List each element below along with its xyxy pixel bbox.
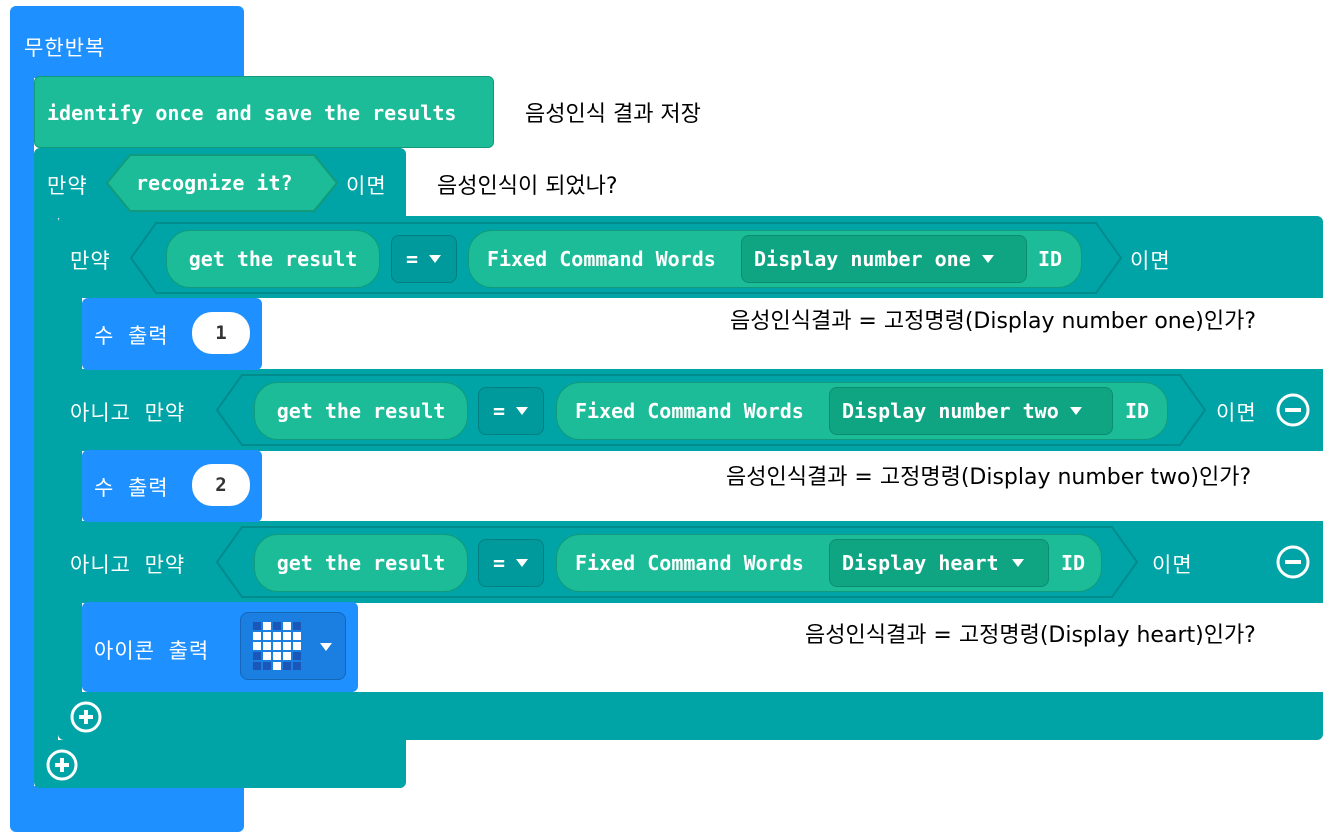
show-number-block[interactable]: 수 출력 1 — [82, 298, 262, 370]
show-number-label: 수 출력 — [94, 324, 169, 348]
command-option-label: Display number two — [842, 399, 1059, 423]
identify-label: identify once and save the results — [47, 101, 457, 125]
plus-circle-icon — [70, 701, 102, 733]
caret-down-icon — [516, 407, 529, 415]
get-result-block[interactable]: get the result — [254, 534, 468, 592]
branch-note: 음성인식결과 = 고정명령(Display heart)인가? — [805, 623, 1256, 648]
outer-if-then: 이면 — [346, 174, 387, 198]
command-option-label: Display number one — [754, 247, 971, 271]
plus-circle-icon — [46, 749, 78, 781]
number-value-field[interactable]: 1 — [192, 312, 250, 354]
branch-keyword: 아니고 만약 — [70, 553, 186, 577]
operator-dropdown[interactable]: = — [478, 387, 544, 435]
forever-bottom — [10, 786, 244, 832]
id-label: ID — [1061, 551, 1086, 575]
caret-down-icon — [429, 255, 442, 263]
branch-note: 음성인식결과 = 고정명령(Display number two)인가? — [726, 465, 1252, 490]
outer-if-bottom — [34, 740, 406, 788]
fixed-command-label: Fixed Command Words — [487, 247, 716, 271]
branch-then: 이면 — [1130, 249, 1171, 273]
command-option-dropdown[interactable]: Display heart — [829, 539, 1049, 587]
minus-circle-icon — [1276, 545, 1310, 579]
icon-dropdown[interactable] — [240, 612, 346, 680]
show-icon-label: 아이콘 출력 — [94, 639, 210, 663]
identify-note: 음성인식 결과 저장 — [525, 102, 701, 127]
id-label: ID — [1125, 399, 1150, 423]
caret-down-icon — [981, 255, 994, 263]
inner-if-add-button[interactable] — [70, 701, 102, 733]
get-result-block[interactable]: get the result — [166, 230, 380, 288]
id-label: ID — [1038, 247, 1063, 271]
recognize-condition-label: recognize it? — [136, 171, 293, 195]
caret-down-icon — [516, 559, 529, 567]
operator-label: = — [492, 399, 506, 423]
remove-branch-button[interactable] — [1276, 393, 1310, 427]
outer-if-add-button[interactable] — [46, 749, 78, 781]
command-option-dropdown[interactable]: Display number two — [829, 387, 1113, 435]
identify-block[interactable]: identify once and save the results — [34, 76, 494, 148]
fixed-command-label: Fixed Command Words — [575, 399, 804, 423]
outer-if-note: 음성인식이 되었나? — [437, 174, 618, 199]
inner-if-left-rail — [58, 296, 82, 696]
operator-dropdown[interactable]: = — [478, 539, 544, 587]
operator-label: = — [405, 247, 419, 271]
operator-label: = — [492, 551, 506, 575]
remove-branch-button[interactable] — [1276, 545, 1310, 579]
forever-left-rail — [10, 76, 34, 792]
branch-keyword: 아니고 만약 — [70, 401, 186, 425]
heart-icon — [253, 622, 301, 670]
show-number-block[interactable]: 수 출력 2 — [82, 450, 262, 522]
outer-if-block[interactable]: 만약 recognize it? 이면 — [34, 148, 406, 218]
forever-label: 무한반복 — [24, 36, 106, 60]
fixed-command-label: Fixed Command Words — [575, 551, 804, 575]
caret-down-icon — [320, 643, 332, 651]
branch-note: 음성인식결과 = 고정명령(Display number one)인가? — [730, 309, 1257, 334]
outer-if-left-rail — [34, 216, 58, 744]
caret-down-icon — [1011, 559, 1024, 567]
number-value-field[interactable]: 2 — [192, 464, 250, 506]
branch-then: 이면 — [1216, 401, 1257, 425]
recognize-condition-shape[interactable] — [106, 154, 338, 212]
branch-then: 이면 — [1152, 553, 1193, 577]
operator-dropdown[interactable]: = — [391, 235, 457, 283]
outer-if-keyword: 만약 — [47, 174, 88, 198]
command-option-dropdown[interactable]: Display number one — [741, 235, 1027, 283]
show-number-label: 수 출력 — [94, 476, 169, 500]
forever-block[interactable]: 무한반복 — [10, 6, 244, 78]
show-icon-block[interactable]: 아이콘 출력 — [82, 602, 358, 692]
caret-down-icon — [1069, 407, 1082, 415]
get-result-block[interactable]: get the result — [254, 382, 468, 440]
inner-if-bottom — [58, 692, 1323, 740]
minus-circle-icon — [1276, 393, 1310, 427]
command-option-label: Display heart — [842, 551, 999, 575]
branch-keyword: 만약 — [70, 249, 111, 273]
